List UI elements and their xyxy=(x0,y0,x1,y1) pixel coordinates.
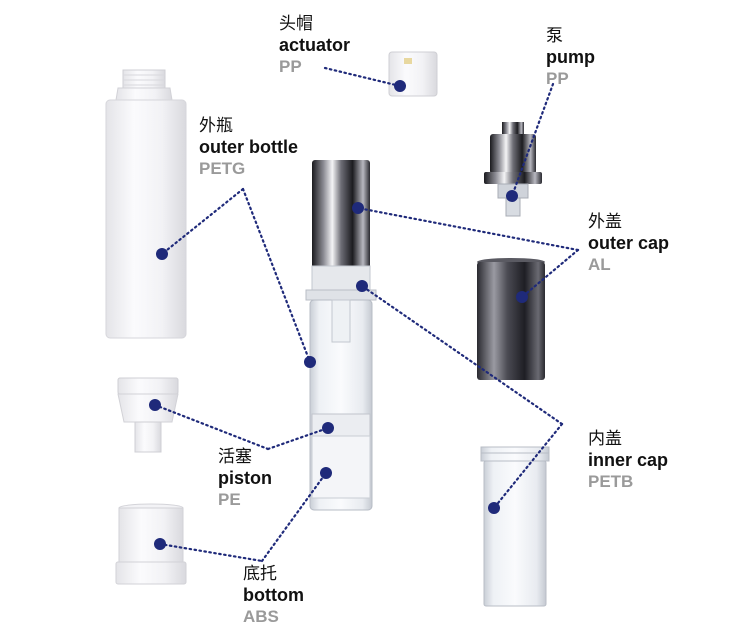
label-piston-material: PE xyxy=(218,490,241,509)
label-pump-material: PP xyxy=(546,69,569,88)
leader-piston-assembled xyxy=(266,426,330,451)
dot-bottom-assembled xyxy=(320,467,332,479)
dot-outer-cap xyxy=(516,291,528,303)
marker-dots xyxy=(149,80,528,550)
label-bottom-en: bottom xyxy=(243,585,304,605)
leader-bottom xyxy=(158,542,264,563)
outer-cap-part xyxy=(477,258,545,380)
leader-outer-bottle xyxy=(160,187,245,256)
dot-pump xyxy=(506,190,518,202)
label-piston-en: piston xyxy=(218,468,272,488)
label-outer-bottle-material: PETG xyxy=(199,159,246,178)
label-outer-cap-zh: 外盖 xyxy=(588,212,622,232)
leader-lines xyxy=(153,66,580,563)
dot-inner-cap xyxy=(488,502,500,514)
label-piston-zh: 活塞 xyxy=(218,447,252,467)
dot-outer-bottle-assembled xyxy=(304,356,316,368)
dot-outer-bottle xyxy=(156,248,168,260)
label-actuator: 头帽 actuator PP xyxy=(279,14,351,76)
label-bottom-material: ABS xyxy=(243,607,279,626)
dot-outer-cap-assembled xyxy=(352,202,364,214)
label-outer-cap: 外盖 outer cap AL xyxy=(588,212,670,274)
label-piston: 活塞 piston PE xyxy=(218,447,272,509)
leader-inner-cap-assembled xyxy=(360,284,564,426)
label-actuator-en: actuator xyxy=(279,35,351,55)
label-actuator-zh: 头帽 xyxy=(279,14,313,34)
label-inner-cap-zh: 内盖 xyxy=(588,429,622,449)
dot-piston xyxy=(149,399,161,411)
inner-cap-part xyxy=(480,446,550,607)
label-outer-bottle: 外瓶 outer bottle PETG xyxy=(199,116,298,178)
leader-pump xyxy=(510,82,555,198)
dot-inner-cap-assembled xyxy=(356,280,368,292)
outer-bottle-part xyxy=(105,69,187,339)
label-inner-cap-material: PETB xyxy=(588,472,634,491)
leader-actuator xyxy=(323,66,402,88)
label-inner-cap-en: inner cap xyxy=(588,450,669,470)
label-actuator-material: PP xyxy=(279,57,302,76)
label-pump-zh: 泵 xyxy=(546,26,563,46)
leader-bottom-assembled xyxy=(260,471,328,563)
label-pump: 泵 pump PP xyxy=(546,26,595,88)
dot-actuator xyxy=(394,80,406,92)
piston-part xyxy=(117,377,179,453)
label-outer-bottle-en: outer bottle xyxy=(199,137,298,157)
label-outer-cap-material: AL xyxy=(588,255,611,274)
label-pump-en: pump xyxy=(546,47,595,67)
leader-outer-cap xyxy=(520,248,580,299)
label-bottom: 底托 bottom ABS xyxy=(243,564,304,626)
label-inner-cap: 内盖 inner cap PETB xyxy=(588,429,669,491)
leader-outer-cap-assembled xyxy=(356,206,580,252)
bottom-part xyxy=(115,503,187,585)
dot-bottom xyxy=(154,538,166,550)
leader-piston xyxy=(153,403,270,451)
label-outer-bottle-zh: 外瓶 xyxy=(199,116,233,136)
label-outer-cap-en: outer cap xyxy=(588,233,670,253)
assembled-bottle xyxy=(305,160,377,511)
dot-piston-assembled xyxy=(322,422,334,434)
leader-outer-bottle-assembled xyxy=(241,187,312,364)
label-bottom-zh: 底托 xyxy=(243,564,277,584)
leader-inner-cap xyxy=(492,422,564,510)
